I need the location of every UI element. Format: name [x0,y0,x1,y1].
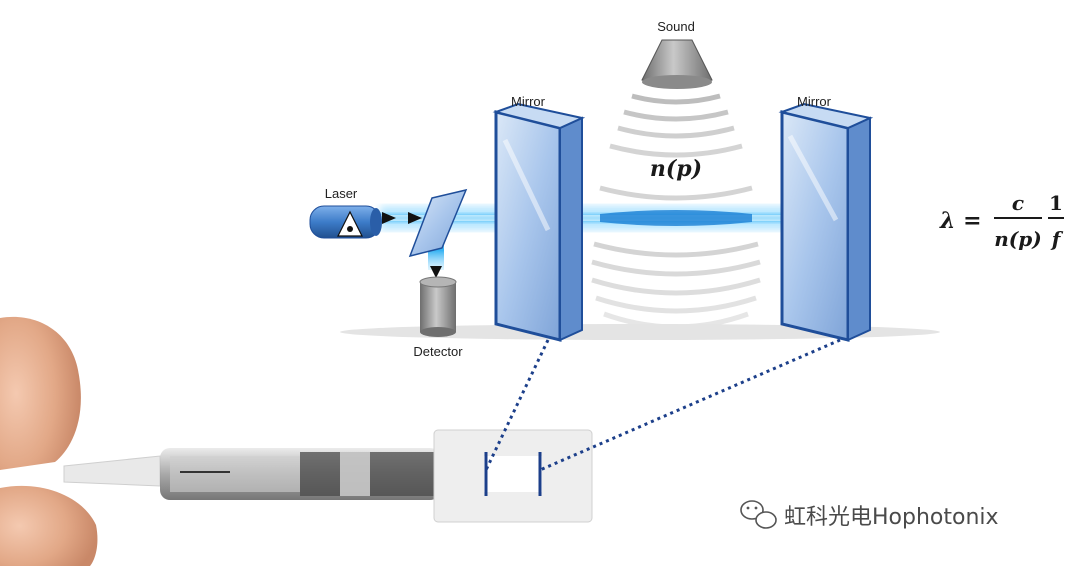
fiber-probe [63,448,440,500]
ground-shadow [340,324,940,340]
label-laser: Laser [325,186,358,201]
fingers [0,316,98,566]
laser-device [309,205,382,239]
refractive-index-label: n(p) [650,156,702,182]
watermark: 虹科光电Hophotonix [740,500,999,530]
formula-denominator: n(p) [994,227,1041,251]
formula-numerator: c [1012,191,1024,215]
wechat-icon [740,500,777,529]
mirror-right [778,102,874,342]
mirror-left [492,102,586,342]
speaker-icon [641,39,713,89]
label-detector: Detector [413,344,463,359]
label-mirror-right: Mirror [797,94,832,109]
formula-lhs: λ = [939,208,982,234]
sensor-head [433,429,593,523]
beam-splitter [408,188,468,258]
wavelength-formula: λ = c n(p) 1 f [939,191,1064,251]
sound-waves [591,93,761,330]
label-mirror-left: Mirror [511,94,546,109]
formula-numerator-2: 1 [1049,191,1063,215]
label-sound: Sound [657,19,695,34]
formula-denominator-2: f [1050,227,1064,251]
watermark-text: 虹科光电Hophotonix [784,505,999,530]
detector-device [419,276,457,337]
dotted-connectors [484,338,841,472]
